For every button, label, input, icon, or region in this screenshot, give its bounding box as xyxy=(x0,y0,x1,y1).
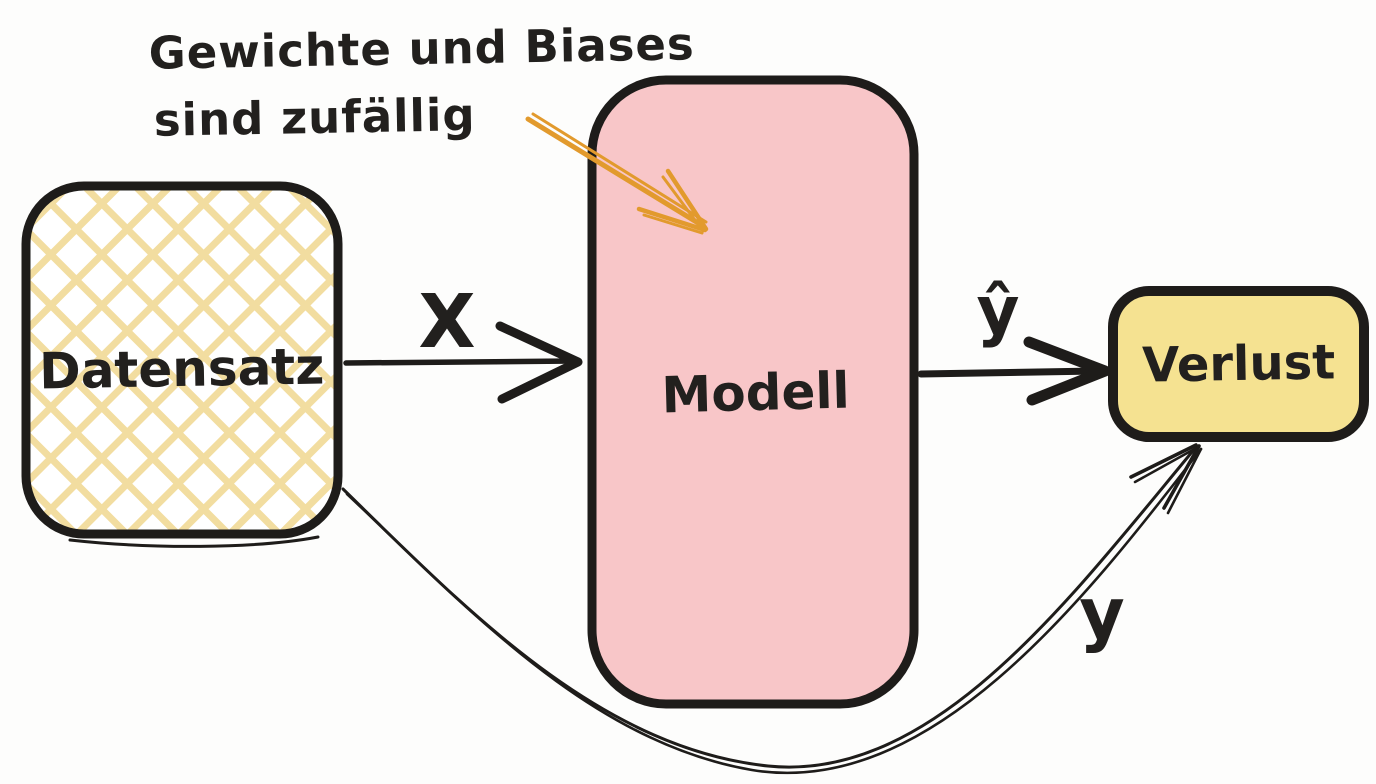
y-arrowhead-icon xyxy=(1129,443,1198,479)
yhat-arrow-shaft xyxy=(917,367,1101,378)
annotation-arrowhead-icon xyxy=(665,168,709,232)
annotation-arrow xyxy=(525,112,709,235)
y-arrow-curve-sketch xyxy=(345,447,1203,775)
datensatz-box-border xyxy=(21,181,343,539)
verlust-box xyxy=(1108,286,1369,442)
x-arrow-shaft xyxy=(343,358,577,366)
x-arrowhead-icon xyxy=(495,321,583,404)
y-arrowhead-sketch xyxy=(1133,445,1200,484)
yhat-arrowhead-icon xyxy=(1023,336,1111,406)
annotation-arrowhead-barb-sketch xyxy=(642,213,704,235)
datensatz-label: Datensatz xyxy=(39,338,325,401)
yhat-arrow: ŷ xyxy=(917,272,1111,406)
y-edge-label: y xyxy=(1079,573,1125,655)
annotation-arrowhead-sketch xyxy=(661,175,705,233)
annotation-text-line2: sind zufällig xyxy=(153,88,476,147)
modell-box xyxy=(587,75,919,709)
y-arrow: y xyxy=(341,443,1203,775)
y-arrowhead-barb xyxy=(1162,444,1201,510)
annotation: Gewichte und Biases sind zufällig xyxy=(148,17,695,147)
datensatz-box-sketch-stroke xyxy=(68,535,320,548)
verlust-node: Verlust xyxy=(1108,286,1369,442)
y-arrowhead-barb-sketch xyxy=(1166,447,1203,515)
annotation-text-line1: Gewichte und Biases xyxy=(148,17,695,80)
verlust-label: Verlust xyxy=(1142,334,1336,393)
x-arrow: X xyxy=(343,279,583,404)
x-edge-label: X xyxy=(418,279,475,365)
modell-node: Modell xyxy=(587,75,919,709)
annotation-arrow-shaft-sketch xyxy=(531,112,708,224)
modell-label: Modell xyxy=(661,362,851,425)
annotation-arrowhead-barb xyxy=(636,206,708,233)
yhat-edge-label: ŷ xyxy=(976,272,1019,349)
datensatz-node: Datensatz xyxy=(21,181,343,548)
annotation-arrow-shaft xyxy=(525,116,706,229)
datensatz-box-hatch xyxy=(26,186,338,534)
